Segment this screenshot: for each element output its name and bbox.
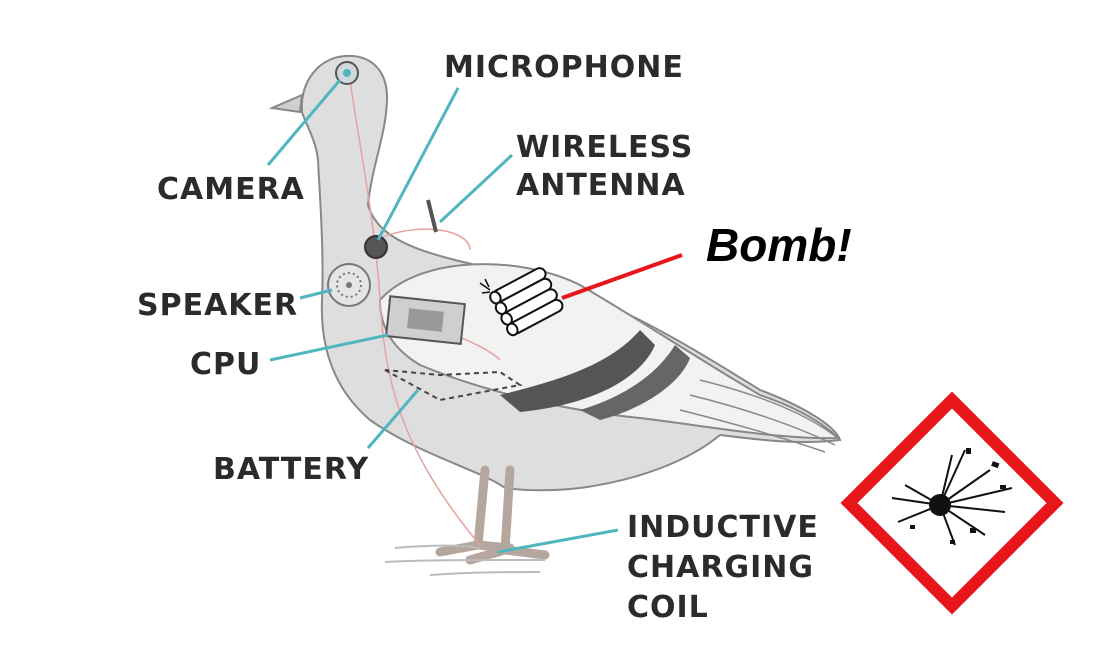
- dynamite-bundle-icon: [479, 267, 564, 337]
- speaker-leader: [299, 288, 333, 300]
- antenna-leader: [438, 153, 514, 224]
- inductive-label-line2: CHARGING: [627, 550, 814, 585]
- inductive-label-line1: INDUCTIVE: [627, 510, 819, 545]
- camera-leader: [266, 79, 342, 166]
- leader-lines: [266, 79, 619, 554]
- microphone-label: MICROPHONE: [444, 50, 684, 85]
- wireless-label-line1: WIRELESS: [516, 130, 694, 165]
- battery-leader: [366, 389, 420, 449]
- wireless-label-line2: ANTENNA: [516, 168, 686, 203]
- speaker-component: [327, 263, 371, 307]
- microphone-component: [364, 235, 388, 259]
- cpu-label: CPU: [190, 347, 262, 382]
- cpu-component: [385, 295, 466, 345]
- microphone-leader: [376, 87, 460, 241]
- bomb-pointer-line: [561, 253, 683, 300]
- camera-component: [335, 61, 359, 85]
- speaker-label: SPEAKER: [137, 288, 299, 323]
- explosive-hazard-pictogram-icon: [840, 391, 1064, 615]
- camera-label: CAMERA: [157, 172, 305, 207]
- pigeon-body: [268, 54, 842, 576]
- antenna-component: [426, 199, 438, 233]
- battery-label: BATTERY: [213, 452, 370, 487]
- charging-coil-leader: [497, 528, 619, 554]
- bomb-label: Bomb!: [706, 219, 852, 271]
- inductive-label-line3: COIL: [627, 590, 709, 625]
- cpu-leader: [269, 333, 389, 362]
